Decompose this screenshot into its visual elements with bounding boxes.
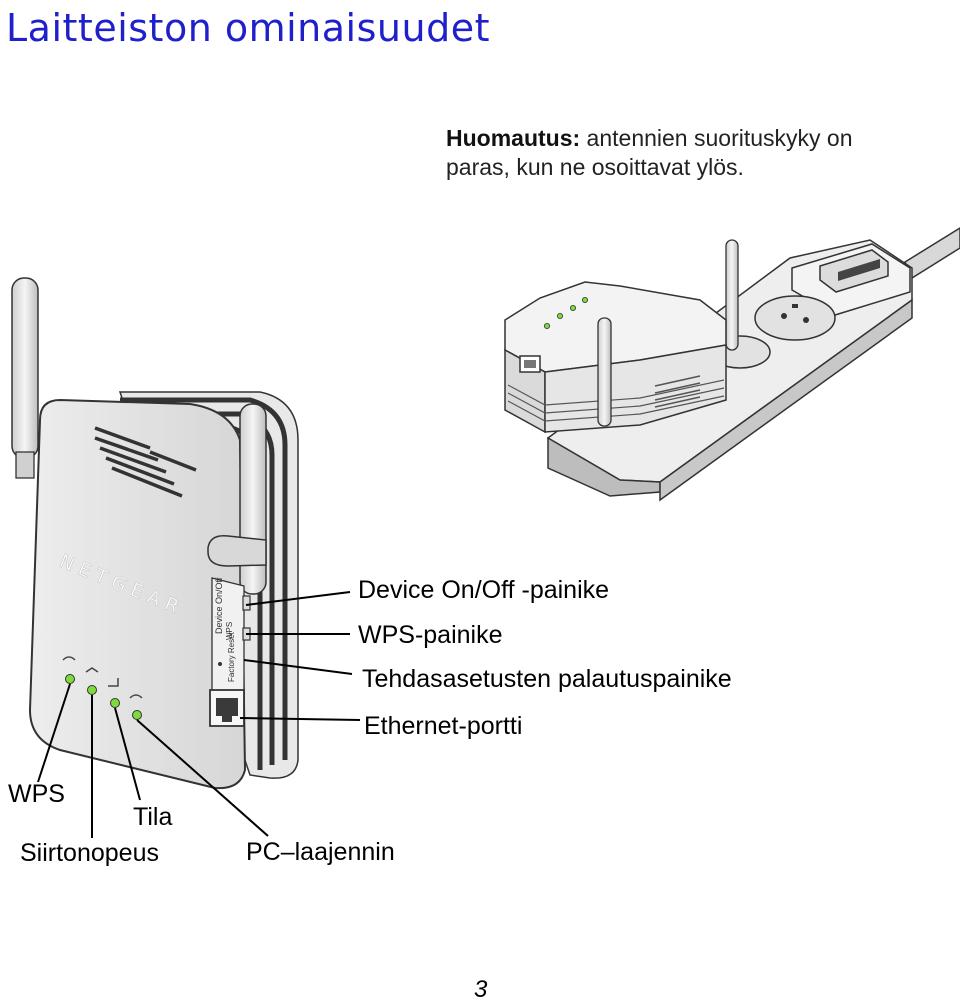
rate-led xyxy=(110,698,120,708)
extender-large: NETGEAR Device On/Off WPS Factory Reset xyxy=(11,277,299,790)
callout-rate-led: Siirtonopeus xyxy=(20,839,159,867)
note-paragraph: Huomautus: antennien suorituskyky on par… xyxy=(446,124,956,182)
callout-status-led: Tila xyxy=(133,803,173,831)
leader-lines xyxy=(37,591,361,838)
rate-led-icon xyxy=(108,678,119,687)
reset-pinhole xyxy=(218,662,222,666)
callout-pc-led: PC–laajennin xyxy=(246,838,395,866)
page-number: 3 xyxy=(474,976,488,1003)
page-title: Laitteiston ominaisuudet xyxy=(6,6,490,50)
callout-ethernet: Ethernet-portti xyxy=(364,712,523,740)
callout-device-onoff: Device On/Off -painike xyxy=(358,576,610,604)
factory-reset-printed-label: Factory Reset xyxy=(227,631,236,682)
callout-wps-led: WPS xyxy=(8,780,65,808)
plugged-extender xyxy=(504,239,739,434)
callout-wps-button: WPS-painike xyxy=(358,621,503,649)
device-onoff-printed-label: Device On/Off xyxy=(214,577,224,634)
wps-led-icon xyxy=(62,656,76,661)
note-label: Huomautus: xyxy=(446,125,581,151)
note-text: antennien suorituskyky on paras, kun ne … xyxy=(446,125,853,180)
pc-led xyxy=(132,710,142,720)
wps-printed-label: WPS xyxy=(225,622,234,640)
status-led-icon xyxy=(85,667,99,673)
socket-icon xyxy=(754,295,836,341)
wps-led xyxy=(65,674,75,684)
pc-led-icon xyxy=(129,694,143,699)
antenna-left-icon xyxy=(11,277,39,459)
onoff-button xyxy=(242,595,251,611)
callout-factory-reset: Tehdasasetusten palautuspainike xyxy=(362,665,732,693)
status-led xyxy=(87,685,97,695)
